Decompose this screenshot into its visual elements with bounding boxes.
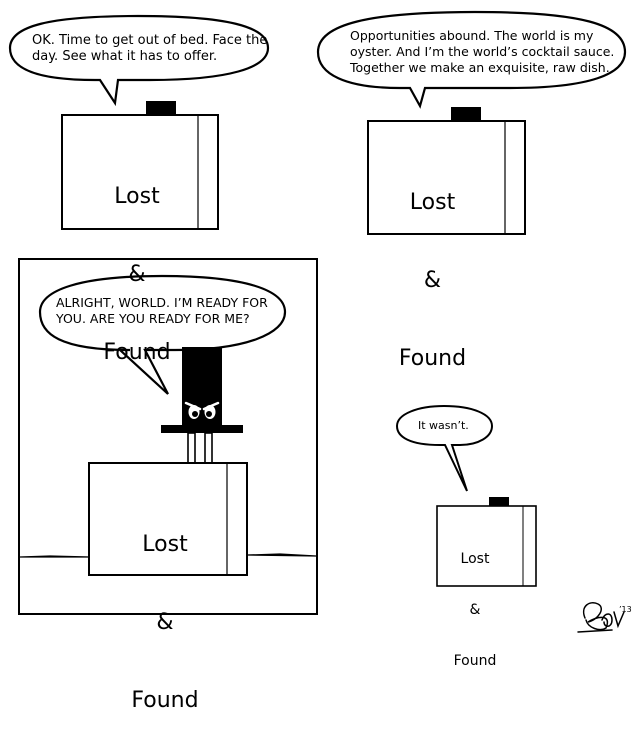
box-label-line-1: Lost <box>114 184 160 209</box>
comic-strip: ’13 <box>8 10 632 633</box>
speech-bubble-2 <box>316 10 627 109</box>
artist-signature: ’13 <box>577 602 632 633</box>
lost-found-box-2 <box>367 120 526 235</box>
svg-text:’13: ’13 <box>619 605 632 614</box>
lost-found-box-1 <box>61 114 219 230</box>
panel-4 <box>395 404 537 587</box>
panel-3 <box>18 258 318 615</box>
box-label-line-2: & <box>469 602 481 618</box>
leg-right <box>204 432 213 464</box>
box-label-1: Lost & Found <box>82 132 192 392</box>
box-label-line-1: Lost <box>460 551 490 567</box>
box-label-line-3: Found <box>131 688 199 713</box>
speech-bubble-3 <box>38 274 287 395</box>
box-lid-1 <box>146 101 176 115</box>
ground-line-right <box>246 553 317 557</box>
speech-text-2: Opportunities abound. The world is my oy… <box>350 28 615 75</box>
box-label-line-1: Lost <box>142 532 188 557</box>
box-label-line-2: & <box>423 268 442 293</box>
box-label-line-3: Found <box>453 653 497 669</box>
lost-found-box-3 <box>88 462 248 576</box>
speech-bubble-4 <box>395 404 494 492</box>
ground-line-left <box>19 555 91 558</box>
angry-eyes <box>184 401 220 419</box>
box-label-3: Lost & Found <box>110 480 220 740</box>
top-hat-brim <box>161 425 243 433</box>
panel-2 <box>316 10 627 235</box>
lost-found-box-4 <box>436 505 537 587</box>
box-label-line-3: Found <box>103 340 171 365</box>
speech-text-1: OK. Time to get out of bed. Face the day… <box>32 33 268 64</box>
box-lid-4 <box>489 497 509 506</box>
box-label-2: Lost & Found <box>375 138 490 398</box>
box-label-line-2: & <box>128 262 146 287</box>
speech-bubble-1 <box>8 14 270 107</box>
speech-text-3: ALRIGHT, WORLD. I’M READY FOR YOU. ARE Y… <box>56 295 268 326</box>
speech-text-4: It wasn’t. <box>418 419 469 432</box>
box-label-line-1: Lost <box>409 190 456 215</box>
box-label-4: Lost & Found <box>440 517 510 687</box>
panel-1 <box>8 14 270 230</box>
leg-left <box>187 432 196 464</box>
box-lid-2 <box>451 107 481 121</box>
box-label-line-2: & <box>156 610 174 635</box>
box-label-line-3: Found <box>398 346 467 371</box>
